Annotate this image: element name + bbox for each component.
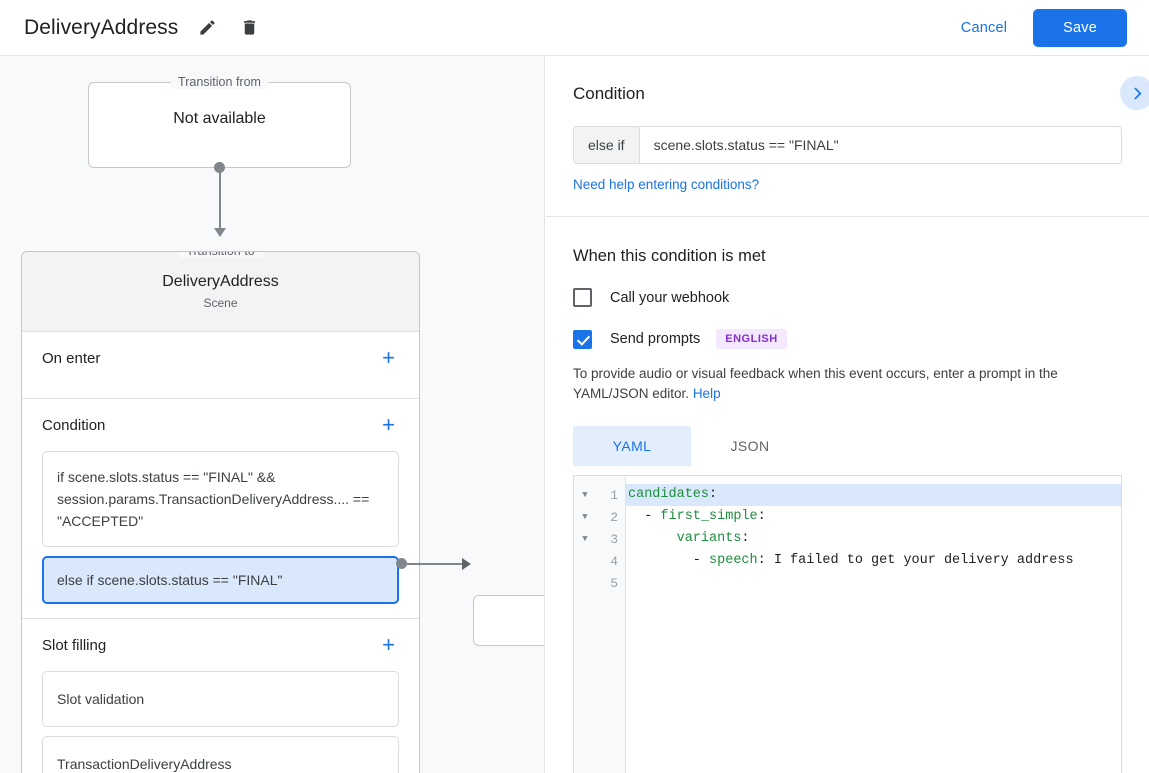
pencil-icon[interactable] <box>194 15 220 41</box>
yaml-key: candidates <box>628 487 710 502</box>
editor-gutter-row: ▼1 <box>574 484 625 506</box>
editor-gutter-row: ▼2 <box>574 506 625 528</box>
fold-triangle-icon[interactable]: ▼ <box>582 512 588 522</box>
target-node-stub[interactable] <box>473 595 544 646</box>
editor-code-line[interactable]: - first_simple: <box>628 509 766 524</box>
section-slot-filling: Slot filling + Slot validation Transacti… <box>22 619 419 773</box>
connector-arrow-right <box>462 558 471 570</box>
prompts-help-link[interactable]: Help <box>692 386 721 401</box>
scene-header[interactable]: DeliveryAddress Scene <box>22 252 419 332</box>
language-badge: ENGLISH <box>716 329 787 349</box>
editor-line-number: 5 <box>610 575 618 591</box>
section-on-enter: On enter + <box>22 332 419 399</box>
condition-input-group: else if <box>573 126 1122 164</box>
tab-yaml[interactable]: YAML <box>573 426 691 466</box>
webhook-checkbox-row[interactable]: Call your webhook <box>573 288 1122 307</box>
chevron-right-icon[interactable] <box>1120 76 1149 110</box>
scene-name: DeliveryAddress <box>162 273 279 290</box>
editor-code-area[interactable]: candidates: - first_simple: variants: - … <box>626 476 1121 773</box>
condition-help-link[interactable]: Need help entering conditions? <box>573 177 760 192</box>
when-condition-met-title: When this condition is met <box>573 247 766 265</box>
condition-card-selected[interactable]: else if scene.slots.status == "FINAL" <box>42 556 399 604</box>
flow-diagram-pane: Transition from Not available Transition… <box>0 56 545 773</box>
editor-code-line[interactable]: variants: <box>626 528 1121 550</box>
add-condition-button[interactable]: + <box>382 412 395 437</box>
slot-card-transaction-delivery-address[interactable]: TransactionDeliveryAddress <box>42 736 399 773</box>
condition-section-title: Condition <box>573 84 645 103</box>
editor-line-number: 3 <box>610 531 618 547</box>
condition-card[interactable]: if scene.slots.status == "FINAL" && sess… <box>42 451 399 547</box>
transition-to-node: Transition to DeliveryAddress Scene On e… <box>21 251 420 773</box>
fold-triangle-icon[interactable]: ▼ <box>582 490 588 500</box>
cancel-button[interactable]: Cancel <box>960 19 1008 36</box>
section-condition: Condition + if scene.slots.status == "FI… <box>22 399 419 619</box>
yaml-punctuation: : I failed to get your delivery address <box>757 553 1074 568</box>
section-header-condition: Condition + <box>42 399 399 451</box>
prompts-hint-text: To provide audio or visual feedback when… <box>573 364 1122 404</box>
editor-gutter-row: 5 <box>574 572 625 594</box>
yaml-punctuation: : <box>741 531 750 546</box>
section-title-slot-filling: Slot filling <box>42 636 107 654</box>
yaml-punctuation: : <box>757 509 766 524</box>
prompts-hint-body: To provide audio or visual feedback when… <box>573 366 1058 401</box>
yaml-key: speech <box>709 553 758 568</box>
editor-gutter-row: 4 <box>574 550 625 572</box>
scene-type: Scene <box>203 296 238 310</box>
editor-code-line[interactable] <box>626 572 1121 594</box>
yaml-key: first_simple <box>660 509 758 524</box>
editor-gutter-row: ▼3 <box>574 528 625 550</box>
add-slot-filling-button[interactable]: + <box>382 632 395 657</box>
editor-line-number: 1 <box>610 487 618 503</box>
section-header-on-enter: On enter + <box>42 332 399 384</box>
page-title: DeliveryAddress <box>24 15 179 39</box>
editor-code-line[interactable]: - speech: I failed to get your delivery … <box>628 553 1074 568</box>
condition-section: Condition else if Need help entering con… <box>546 56 1149 216</box>
tab-json[interactable]: JSON <box>730 438 770 454</box>
when-condition-met-section: When this condition is met Call your web… <box>546 217 1149 773</box>
add-on-enter-button[interactable]: + <box>382 345 395 370</box>
transition-from-node[interactable]: Transition from Not available <box>88 75 351 168</box>
top-app-bar: DeliveryAddress Cancel Save <box>0 0 1149 56</box>
webhook-checkbox-label: Call your webhook <box>610 289 730 306</box>
detail-pane: Condition else if Need help entering con… <box>546 56 1149 773</box>
send-prompts-label: Send prompts <box>610 331 701 347</box>
condition-input[interactable] <box>639 127 1121 163</box>
section-title-on-enter: On enter <box>42 349 101 367</box>
trash-icon[interactable] <box>236 15 262 41</box>
connector-arrow-down <box>214 228 226 237</box>
section-header-slot-filling: Slot filling + <box>42 619 399 671</box>
detail-divider <box>546 216 1149 217</box>
transition-from-value: Not available <box>173 110 266 127</box>
condition-prefix-label: else if <box>574 127 640 163</box>
editor-line-number: 2 <box>610 509 618 525</box>
transition-from-legend: Transition from <box>170 75 269 89</box>
yaml-punctuation: : <box>709 487 718 502</box>
editor-format-tabs: YAML JSON <box>573 426 1122 466</box>
section-title-condition: Condition <box>42 416 106 434</box>
editor-code-line[interactable]: candidates: <box>626 484 1121 506</box>
transition-to-legend: Transition to <box>178 252 263 258</box>
yaml-key: variants <box>676 531 742 546</box>
webhook-checkbox[interactable] <box>573 288 592 307</box>
save-button[interactable]: Save <box>1033 8 1127 47</box>
connector-line-vertical <box>219 167 221 231</box>
connector-line-horizontal <box>401 563 463 565</box>
editor-line-number: 4 <box>610 553 618 569</box>
fold-triangle-icon[interactable]: ▼ <box>582 534 588 544</box>
slot-validation-card[interactable]: Slot validation <box>42 671 399 727</box>
send-prompts-checkbox[interactable] <box>573 329 592 349</box>
send-prompts-checkbox-row[interactable]: Send prompts ENGLISH <box>573 329 1122 349</box>
